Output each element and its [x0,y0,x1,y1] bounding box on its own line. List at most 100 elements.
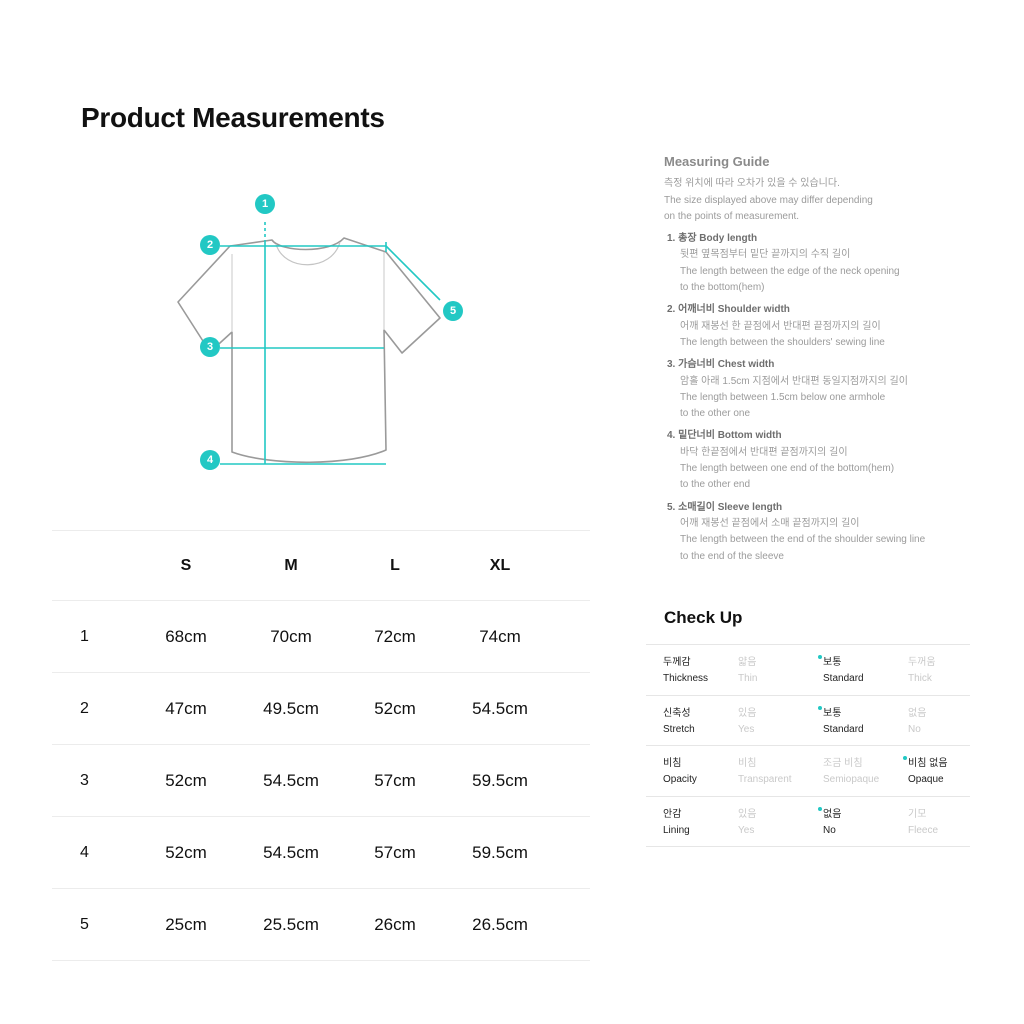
guide-item-heading: 4. 밑단너비 Bottom width [667,430,782,442]
row-label: 5 [80,915,89,933]
table-row: 3 52cm 54.5cm 57cm 59.5cm [52,745,590,817]
guide-item-line: to the end of the sleeve [680,550,784,562]
option-label-ko: 얇음 [738,657,757,668]
option-label-ko: 보통 [823,707,842,719]
option-label-en: Yes [738,824,755,836]
check-up-option: 비침 Transparent [738,756,792,788]
option-label-ko: 비침 [738,758,757,769]
option-label-ko: 없음 [908,707,927,719]
option-label-ko: 조금 비침 [823,758,863,769]
marker-4-bottom-width: 4 [200,450,220,470]
option-label-ko: 없음 [823,808,842,820]
guide-item-heading: 1. 총장 Body length [667,233,758,245]
marker-5-sleeve-length: 5 [443,301,463,321]
guide-item-line: The length between one end of the bottom… [680,463,895,475]
check-up-option: 조금 비침 Semiopaque [823,756,879,788]
guide-note-line: 측정 위치에 따라 오차가 있을 수 있습니다. [664,178,840,190]
marker-1-body-length: 1 [255,194,275,214]
option-label-en: Fleece [908,824,939,836]
table-cell: 25cm [165,914,207,934]
table-cell: 72cm [374,626,416,646]
option-label-ko: 있음 [738,707,757,719]
measuring-guide-title: Measuring Guide [664,154,770,169]
selected-dot-icon [903,756,907,760]
option-label-ko: 기모 [908,808,927,820]
marker-2-shoulder-width: 2 [200,235,220,255]
check-up-option: 두꺼움 Thick [908,655,936,687]
guide-item-chest-width: 3. 가슴너비 Chest width 암홀 아래 1.5cm 지점에서 반대편… [664,357,984,422]
table-cell: 52cm [165,842,207,862]
table-cell: 52cm [165,770,207,790]
attribute-label-en: Stretch [663,723,695,735]
table-cell: 59.5cm [472,770,528,790]
guide-item-bottom-width: 4. 밑단너비 Bottom width 바닥 한끝점에서 반대편 끝점까지의 … [664,428,984,493]
attribute-label-en: Opacity [663,774,697,785]
table-cell: 26cm [374,914,416,934]
check-up-option: 없음 No [908,706,926,738]
guide-item-line: 암홀 아래 1.5cm 지점에서 반대편 동일지점까지의 길이 [680,375,908,387]
table-cell: 59.5cm [472,842,528,862]
marker-3-chest-width: 3 [200,337,220,357]
table-cell: 52cm [374,698,416,718]
guide-item-line: The length between the edge of the neck … [680,265,900,277]
size-header-l: L [390,556,400,574]
table-cell: 57cm [374,842,416,862]
guide-item-line: 바닥 한끝점에서 반대편 끝점까지의 길이 [680,446,848,458]
tshirt-outline-icon [177,222,441,465]
table-cell: 26.5cm [472,914,528,934]
option-label-ko: 보통 [823,657,842,668]
selected-dot-icon [818,705,822,710]
measuring-guide-notes: 측정 위치에 따라 오차가 있을 수 있습니다. The size displa… [664,176,984,225]
check-up-option: 있음 Yes [738,807,756,839]
guide-item-line: 뒷편 옆목점부터 밑단 끝까지의 수직 길이 [680,249,851,261]
guide-note-line: The size displayed above may differ depe… [664,194,873,206]
option-label-en: Thick [908,673,932,684]
guide-item-heading: 5. 소매길이 Sleeve length [667,501,783,513]
attribute-label-en: Lining [663,824,690,836]
guide-item-line: The length between 1.5cm below one armho… [680,391,886,403]
size-table-header: S M L XL [52,530,590,601]
selected-dot-icon [818,806,822,811]
check-up-attribute-label: 안감 Lining [663,807,690,839]
table-cell: 47cm [165,698,207,718]
row-label: 3 [80,771,89,789]
table-cell: 57cm [374,770,416,790]
guide-item-body-length: 1. 총장 Body length 뒷편 옆목점부터 밑단 끝까지의 수직 길이… [664,231,984,296]
option-label-en: Transparent [738,774,792,785]
attribute-label-ko: 안감 [663,808,682,820]
attribute-label-en: Thickness [663,673,709,684]
guide-item-sleeve-length: 5. 소매길이 Sleeve length 어깨 재봉선 끝점에서 소매 끝점까… [664,500,984,565]
size-table: S M L XL 1 68cm 70cm 72cm 74cm 2 47cm 49… [52,530,590,961]
row-label: 4 [80,843,89,861]
measuring-guide: Measuring Guide 측정 위치에 따라 오차가 있을 수 있습니다.… [664,154,984,571]
guide-item-heading: 3. 가슴너비 Chest width [667,359,775,371]
table-cell: 54.5cm [263,770,319,790]
guide-item-line: The length between the end of the should… [680,534,926,546]
guide-note-line: on the points of measurement. [664,210,800,222]
page-title: Product Measurements [81,102,385,133]
table-cell: 25.5cm [263,914,319,934]
table-row: 5 25cm 25.5cm 26cm 26.5cm [52,889,590,961]
option-label-ko: 두꺼움 [908,657,936,668]
option-label-en: No [908,723,921,735]
table-cell: 49.5cm [263,698,319,718]
guide-item-line: The length between the shoulders' sewing… [680,336,885,348]
selected-dot-icon [818,655,822,659]
table-row: 1 68cm 70cm 72cm 74cm [52,601,590,673]
attribute-label-ko: 두께감 [663,657,691,668]
option-label-en: Standard [823,723,864,735]
guide-item-heading: 2. 어깨너비 Shoulder width [667,304,790,316]
option-label-en: Semiopaque [823,774,880,785]
table-cell: 54.5cm [472,698,528,718]
option-label-ko: 있음 [738,808,757,820]
check-up-title: Check Up [664,608,743,627]
